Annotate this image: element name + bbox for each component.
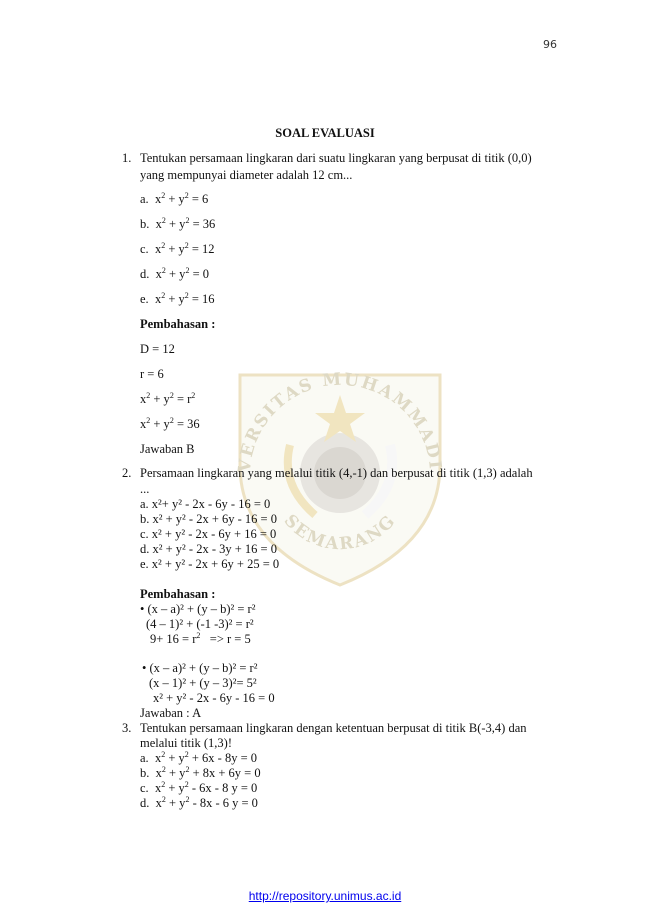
q1-option-b: b. x2 + y2 = 36 [140, 216, 216, 232]
q1-option-e: e. x2 + y2 = 16 [140, 291, 215, 307]
university-logo-watermark: UNIVERSITAS MUHAMMADIYAH SEMARANG [220, 355, 443, 587]
q1-step-result: x2 + y2 = 36 [140, 416, 200, 432]
q2-step1-formula: • (x – a)² + (y – b)² = r² [140, 602, 256, 616]
q2-pembahasan-heading: Pembahasan : [140, 587, 216, 601]
q1-step-formula: x2 + y2 = r2 [140, 391, 196, 407]
q1-option-d: d. x2 + y2 = 0 [140, 266, 209, 282]
q2-answer: Jawaban : A [140, 706, 202, 720]
q2-option-a: a. x²+ y² - 2x - 6y - 16 = 0 [140, 497, 271, 511]
page-number: 96 [543, 38, 557, 51]
q2-text-line2: ... [140, 482, 150, 496]
q1-pembahasan-heading: Pembahasan : [140, 317, 216, 331]
q2-step2-result: x² + y² - 2x - 6y - 16 = 0 [153, 691, 275, 705]
q3-text-line1: Tentukan persamaan lingkaran dengan kete… [140, 721, 527, 735]
q2-step1-result: 9+ 16 = r2 => r = 5 [150, 631, 251, 647]
q3-option-b: b. x2 + y2 + 8x + 6y = 0 [140, 765, 261, 781]
q2-step2-substitution: (x – 1)² + (y – 3)²= 5² [149, 676, 257, 690]
q3-number: 3. [122, 721, 132, 735]
page-title: SOAL EVALUASI [275, 126, 375, 140]
q2-step1-substitution: (4 – 1)² + (-1 -3)² = r² [146, 617, 254, 631]
q2-number: 2. [122, 466, 132, 480]
q1-option-c: c. x2 + y2 = 12 [140, 241, 215, 257]
q1-step-diameter: D = 12 [140, 342, 175, 356]
q1-text-line2: yang mempunyai diameter adalah 12 cm... [140, 168, 353, 182]
q1-step-radius: r = 6 [140, 367, 164, 381]
repository-link[interactable]: http://repository.unimus.ac.id [248, 889, 402, 903]
q1-text-line1: Tentukan persamaan lingkaran dari suatu … [140, 151, 532, 165]
q3-option-a: a. x2 + y2 + 6x - 8y = 0 [140, 750, 258, 766]
q1-answer: Jawaban B [140, 442, 195, 456]
q1-number: 1. [122, 151, 132, 165]
q2-option-c: c. x² + y² - 2x - 6y + 16 = 0 [140, 527, 277, 541]
footer: http://repository.unimus.ac.id [0, 889, 650, 903]
q2-option-b: b. x² + y² - 2x + 6y - 16 = 0 [140, 512, 277, 526]
q2-text-line1: Persamaan lingkaran yang melalui titik (… [140, 466, 533, 480]
q3-option-c: c. x2 + y2 - 6x - 8 y = 0 [140, 780, 258, 796]
q2-step2-formula: • (x – a)² + (y – b)² = r² [142, 661, 258, 675]
q3-text-line2: melalui titik (1,3)! [140, 736, 232, 750]
q3-option-d: d. x2 + y2 - 8x - 6 y = 0 [140, 795, 258, 811]
q1-option-a: a. x2 + y2 = 6 [140, 191, 209, 207]
q2-option-e: e. x² + y² - 2x + 6y + 25 = 0 [140, 557, 280, 571]
q2-option-d: d. x² + y² - 2x - 3y + 16 = 0 [140, 542, 277, 556]
